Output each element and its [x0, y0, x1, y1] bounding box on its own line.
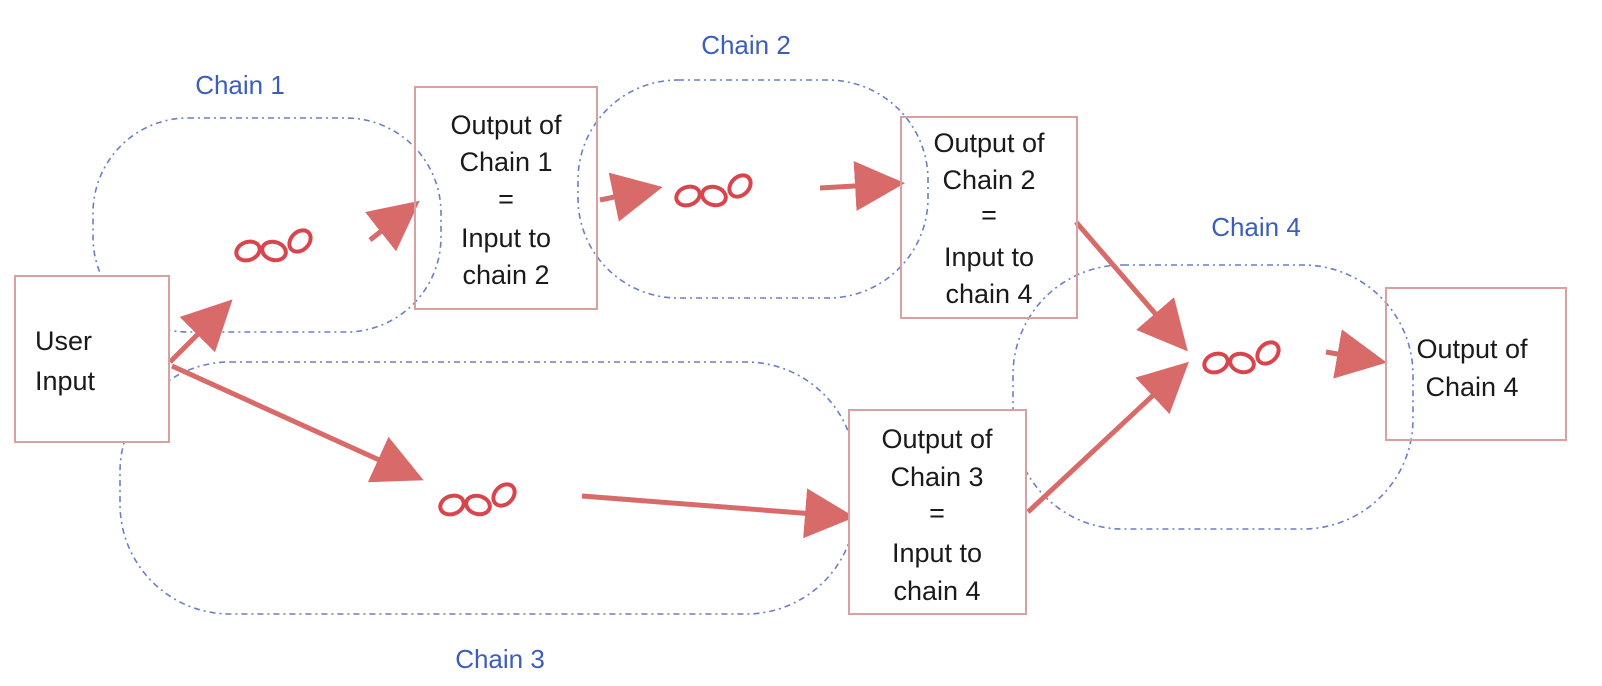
arrow-icon [819, 161, 905, 211]
group-outlines [92, 79, 1414, 615]
chain-link-icon [435, 478, 521, 520]
output-chain-4-box: Output of Chain 4 [1385, 287, 1567, 441]
arrow-icon [1026, 361, 1189, 514]
box-line: Output of [450, 110, 562, 140]
box-line: User [35, 326, 92, 356]
box-line: Chain 3 [890, 462, 983, 492]
chain-2-outline [577, 79, 929, 299]
box-line: Input to [892, 538, 982, 568]
chain-4-outline [1012, 264, 1414, 530]
arrow-icon [1325, 329, 1387, 379]
box-line: Output of [881, 424, 993, 454]
chain-2-label: Chain 2 [701, 30, 791, 60]
output-chain-2-box: Output of Chain 2 = Input to chain 4 [900, 116, 1078, 319]
box-line: chain 2 [462, 260, 549, 290]
box-line: Output of [933, 128, 1045, 158]
output-chain-1-box: Output of Chain 1 = Input to chain 2 [414, 86, 598, 310]
box-line: Chain 1 [459, 147, 552, 177]
arrow-icon [365, 200, 420, 252]
arrow-icon [581, 488, 855, 539]
arrow-icon [599, 172, 663, 222]
box-line: Output of [1416, 334, 1528, 364]
box-line: = [929, 498, 945, 528]
user-input-box: User Input [14, 275, 170, 443]
box-line: Input [35, 366, 96, 396]
chain-link-icon [671, 169, 757, 211]
box-line: Input to [944, 242, 1034, 272]
box-line: Input to [461, 223, 551, 253]
box-line: chain 4 [893, 576, 980, 606]
output-chain-3-box: Output of Chain 3 = Input to chain 4 [848, 409, 1027, 615]
arrow-icon [1074, 220, 1188, 352]
chain-link-icon [1199, 336, 1285, 378]
box-line: Chain 4 [1425, 372, 1518, 402]
chain-3-label: Chain 3 [455, 644, 545, 674]
chain-3-outline [119, 361, 857, 615]
chain-4-label: Chain 4 [1211, 212, 1301, 242]
chain-1-label: Chain 1 [195, 70, 285, 100]
arrow-icon [170, 363, 424, 483]
box-line: Chain 2 [942, 165, 1035, 195]
arrows [168, 161, 1387, 539]
arrow-icon [168, 299, 233, 364]
box-line: = [498, 184, 514, 214]
chain-link-icon [231, 224, 317, 266]
box-line: chain 4 [945, 279, 1032, 309]
box-line: = [981, 200, 997, 230]
